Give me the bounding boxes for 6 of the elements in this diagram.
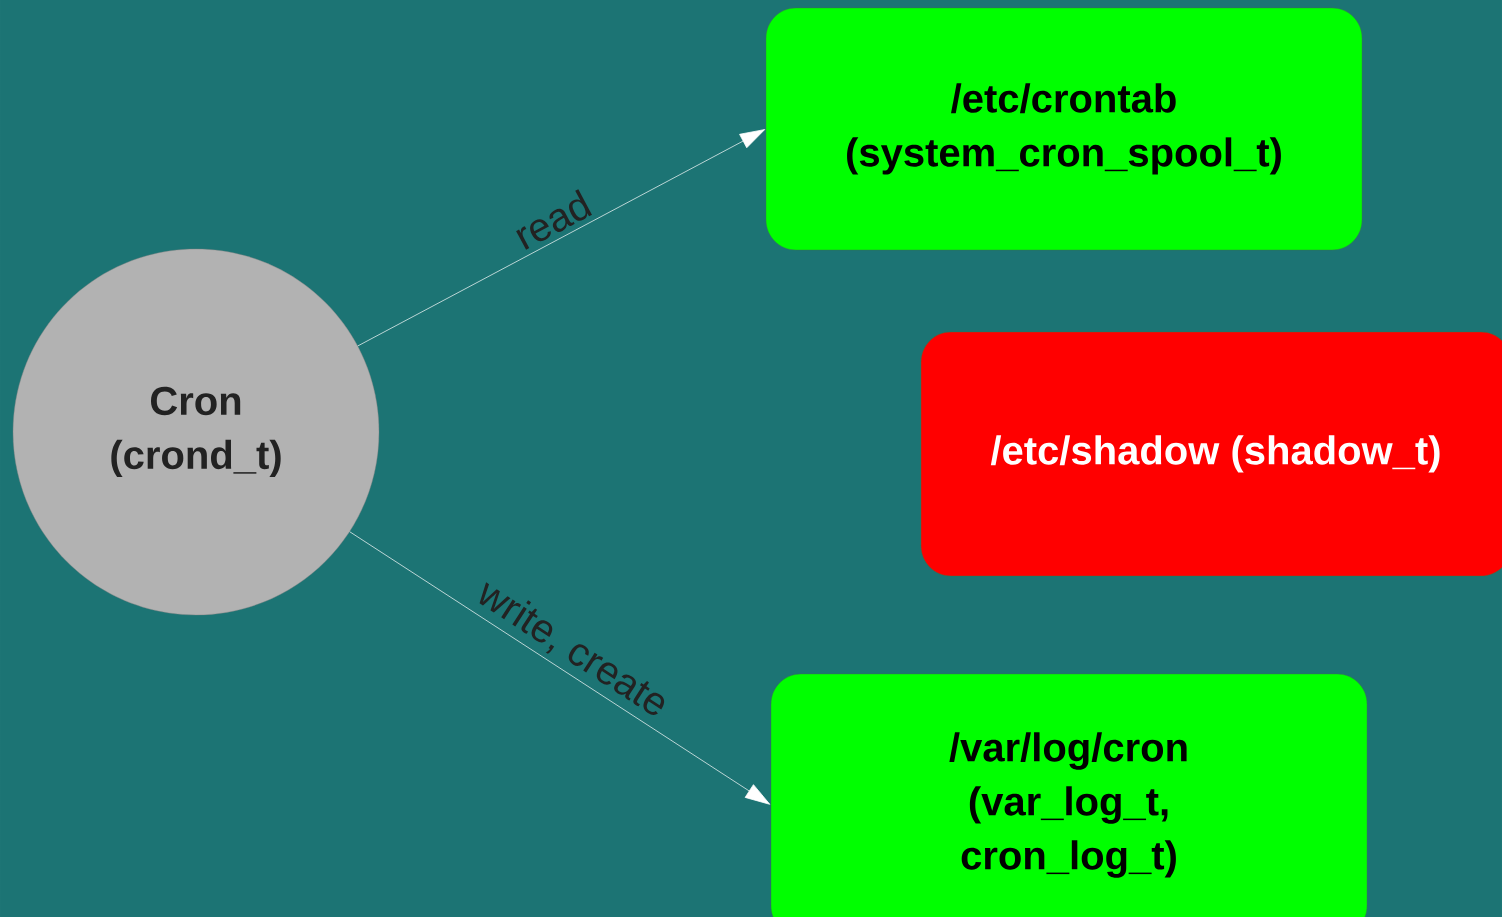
- arrow: [349, 531, 771, 805]
- file-box: /etc/crontab (system_cron_spool_t): [765, 7, 1363, 251]
- arrow: [357, 129, 766, 347]
- file-box: /etc/shadow (shadow_t): [920, 331, 1502, 577]
- edge-label: read: [516, 189, 593, 250]
- file-box: /var/log/cron (var_log_t, cron_log_t): [770, 673, 1368, 917]
